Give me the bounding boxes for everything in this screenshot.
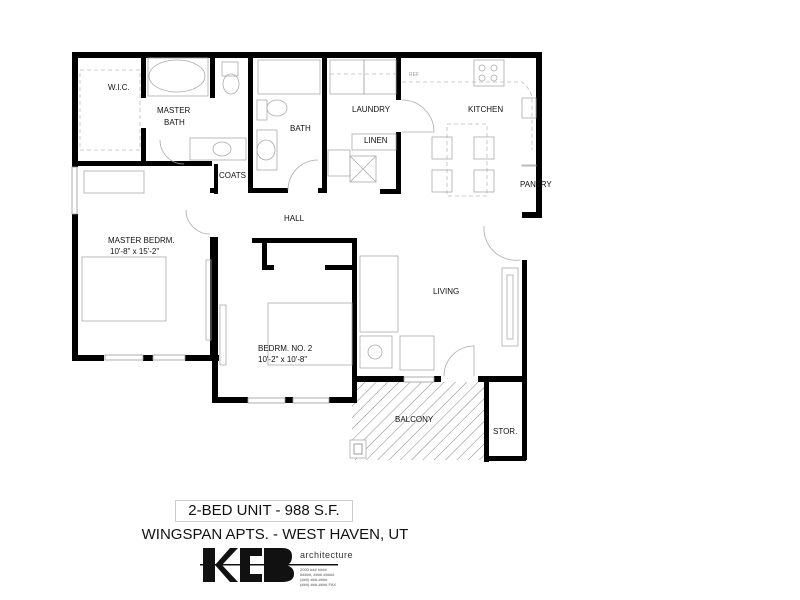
label-living: LIVING <box>433 287 459 296</box>
label-master-bath: MASTER <box>157 106 191 115</box>
label-bath: BATH <box>290 124 311 133</box>
label-pantry: PANTRY <box>520 180 552 189</box>
address-line: #####, #### ##### <box>300 572 335 577</box>
label-master-bedroom: MASTER BEDRM. <box>108 236 175 245</box>
firm-address: 2000 ### #### #####, #### ##### (###) ##… <box>300 567 360 587</box>
project-title: WINGSPAN APTS. - WEST HAVEN, UT <box>141 526 409 543</box>
walls <box>72 52 542 462</box>
label-bedroom-2-dims: 10'-2" x 10'-8" <box>258 355 307 364</box>
label-balcony: BALCONY <box>395 415 434 424</box>
address-line: (###) ###-#### FAX <box>300 582 337 587</box>
label-kitchen: KITCHEN <box>468 105 503 114</box>
logo-subtitle: architecture <box>300 550 354 560</box>
address-line: 2000 ### #### <box>300 567 327 572</box>
windows <box>71 166 435 404</box>
label-hall: HALL <box>284 214 305 223</box>
label-coats: COATS <box>219 171 246 180</box>
fixtures <box>79 57 537 377</box>
kcb-logo <box>200 548 338 582</box>
label-linen: LINEN <box>364 136 388 145</box>
address-line: (###) ###-#### <box>300 577 328 582</box>
label-master-bath-2: BATH <box>164 118 185 127</box>
label-master-bedroom-dims: 10'-8" x 15'-2" <box>110 247 159 256</box>
unit-title: 2-BED UNIT - 988 S.F. <box>175 500 353 522</box>
label-bedroom-2: BEDRM. NO. 2 <box>258 344 313 353</box>
label-laundry: LAUNDRY <box>352 105 391 114</box>
room-labels: W.I.C. MASTER BATH BATH LAUNDRY LINEN KI… <box>108 72 552 436</box>
label-wic: W.I.C. <box>108 83 130 92</box>
label-ref: REF <box>409 72 419 78</box>
balcony-hatch <box>352 382 486 460</box>
label-storage: STOR. <box>493 427 517 436</box>
